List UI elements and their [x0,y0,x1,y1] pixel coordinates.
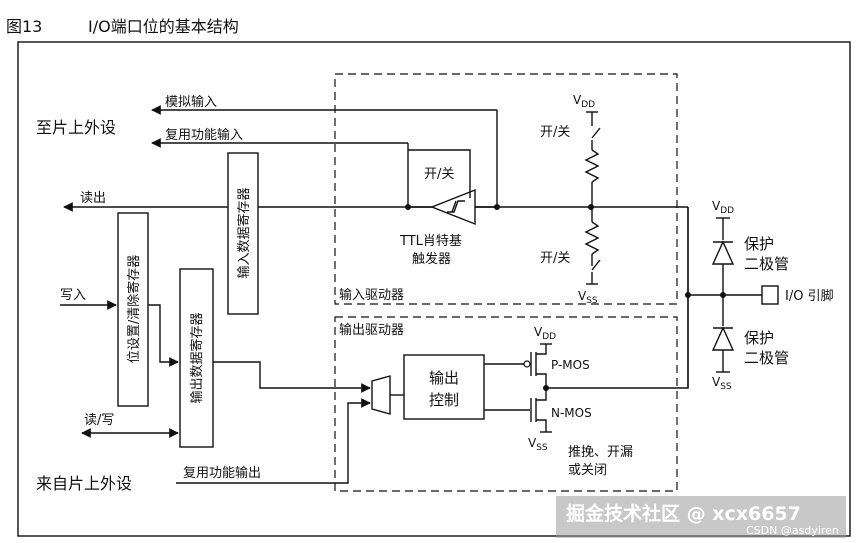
nmos-drain [536,388,547,401]
input-driver-label: 输入驱动器 [339,287,404,303]
bit-set-reset-register [117,212,149,407]
alt-func-output-label: 复用功能输出 [183,465,261,481]
read-write-label: 读/写 [84,413,114,428]
pullup-vdd-label: VDD [573,93,595,110]
schmitt-symbol [451,200,457,213]
pmos-drain [536,373,547,388]
read-out-label: 读出 [80,191,106,206]
nmos-vss-label: VSS [528,436,548,453]
protect-label-upper-1: 保护 [744,235,774,253]
watermark-text: 掘金技术社区 @ xcx6657 [566,502,801,525]
output-control-label-1: 输出 [429,369,459,387]
watermark-backdrop [556,496,846,538]
junction [588,204,594,210]
bit-set-reset-register-label: 位设置/清除寄存器 [126,255,142,363]
bsrr-to-odr-wire [148,304,179,367]
pullup-resistor [584,149,600,183]
pulldown-vss-label: VSS [578,289,598,306]
schmitt-symbol [447,200,465,213]
upper-protection-diode [711,240,735,265]
input-data-register-label: 输入数据寄存器 [236,187,252,278]
to-peripheral-label: 至片上外设 [36,118,116,137]
mode-label-1: 推挽、开漏 [568,444,633,460]
pmos-source [536,344,547,355]
alt-output-wire [176,398,371,484]
outer-frame [17,41,851,537]
io-pin-label: I/O 引脚 [785,288,834,304]
output-data-register-label: 输出数据寄存器 [189,312,205,403]
pmos-vdd-label: VDD [534,325,556,342]
diode-vdd-label: VDD [712,199,734,216]
pmos-label: P-MOS [551,358,590,372]
io-pin [761,285,779,305]
input-data-register [227,152,259,315]
pullup-switch [591,127,601,139]
pmos-gate-bubble [523,360,531,368]
schmitt-enable-wire [408,149,471,198]
ttl-schmitt-label-1: TTL肖特基 [399,234,462,249]
watermark-credit: CSDN @asdyiren [746,524,839,537]
diode-vss-label: VSS [712,375,732,392]
odr-to-mux-wire [213,361,371,393]
protect-label-lower-2: 二极管 [744,349,789,367]
from-peripheral-label: 来自片上外设 [36,474,132,493]
input-driver-box [334,73,678,305]
write-in-label: 写入 [60,288,86,303]
output-control-block [403,354,485,420]
pulldown-onoff-label: 开/关 [540,251,570,266]
ttl-schmitt-label-2: 触发器 [412,251,451,267]
figure-title: I/O端口位的基本结构 [88,17,239,36]
output-driver-label: 输出驱动器 [339,322,404,338]
figure-number: 图13 [6,17,42,36]
output-control-label-2: 控制 [429,391,459,409]
pullup-onoff-label: 开/关 [540,125,570,140]
pulldown-switch [591,259,601,271]
mode-label-2: 或关闭 [568,463,607,478]
protect-label-upper-2: 二极管 [744,255,789,273]
alt-func-input-label: 复用功能输入 [165,127,243,143]
pulldown-resistor [584,221,600,255]
analog-input-label: 模拟输入 [165,94,217,110]
schmitt-onoff-label: 开/关 [424,167,454,182]
nmos-label: N-MOS [551,406,592,420]
lower-protection-diode [711,326,735,351]
nmos-source [536,419,547,432]
protect-label-lower-1: 保护 [744,329,774,347]
output-driver-box [334,316,678,492]
output-mux [371,375,391,415]
output-data-register [179,268,214,448]
